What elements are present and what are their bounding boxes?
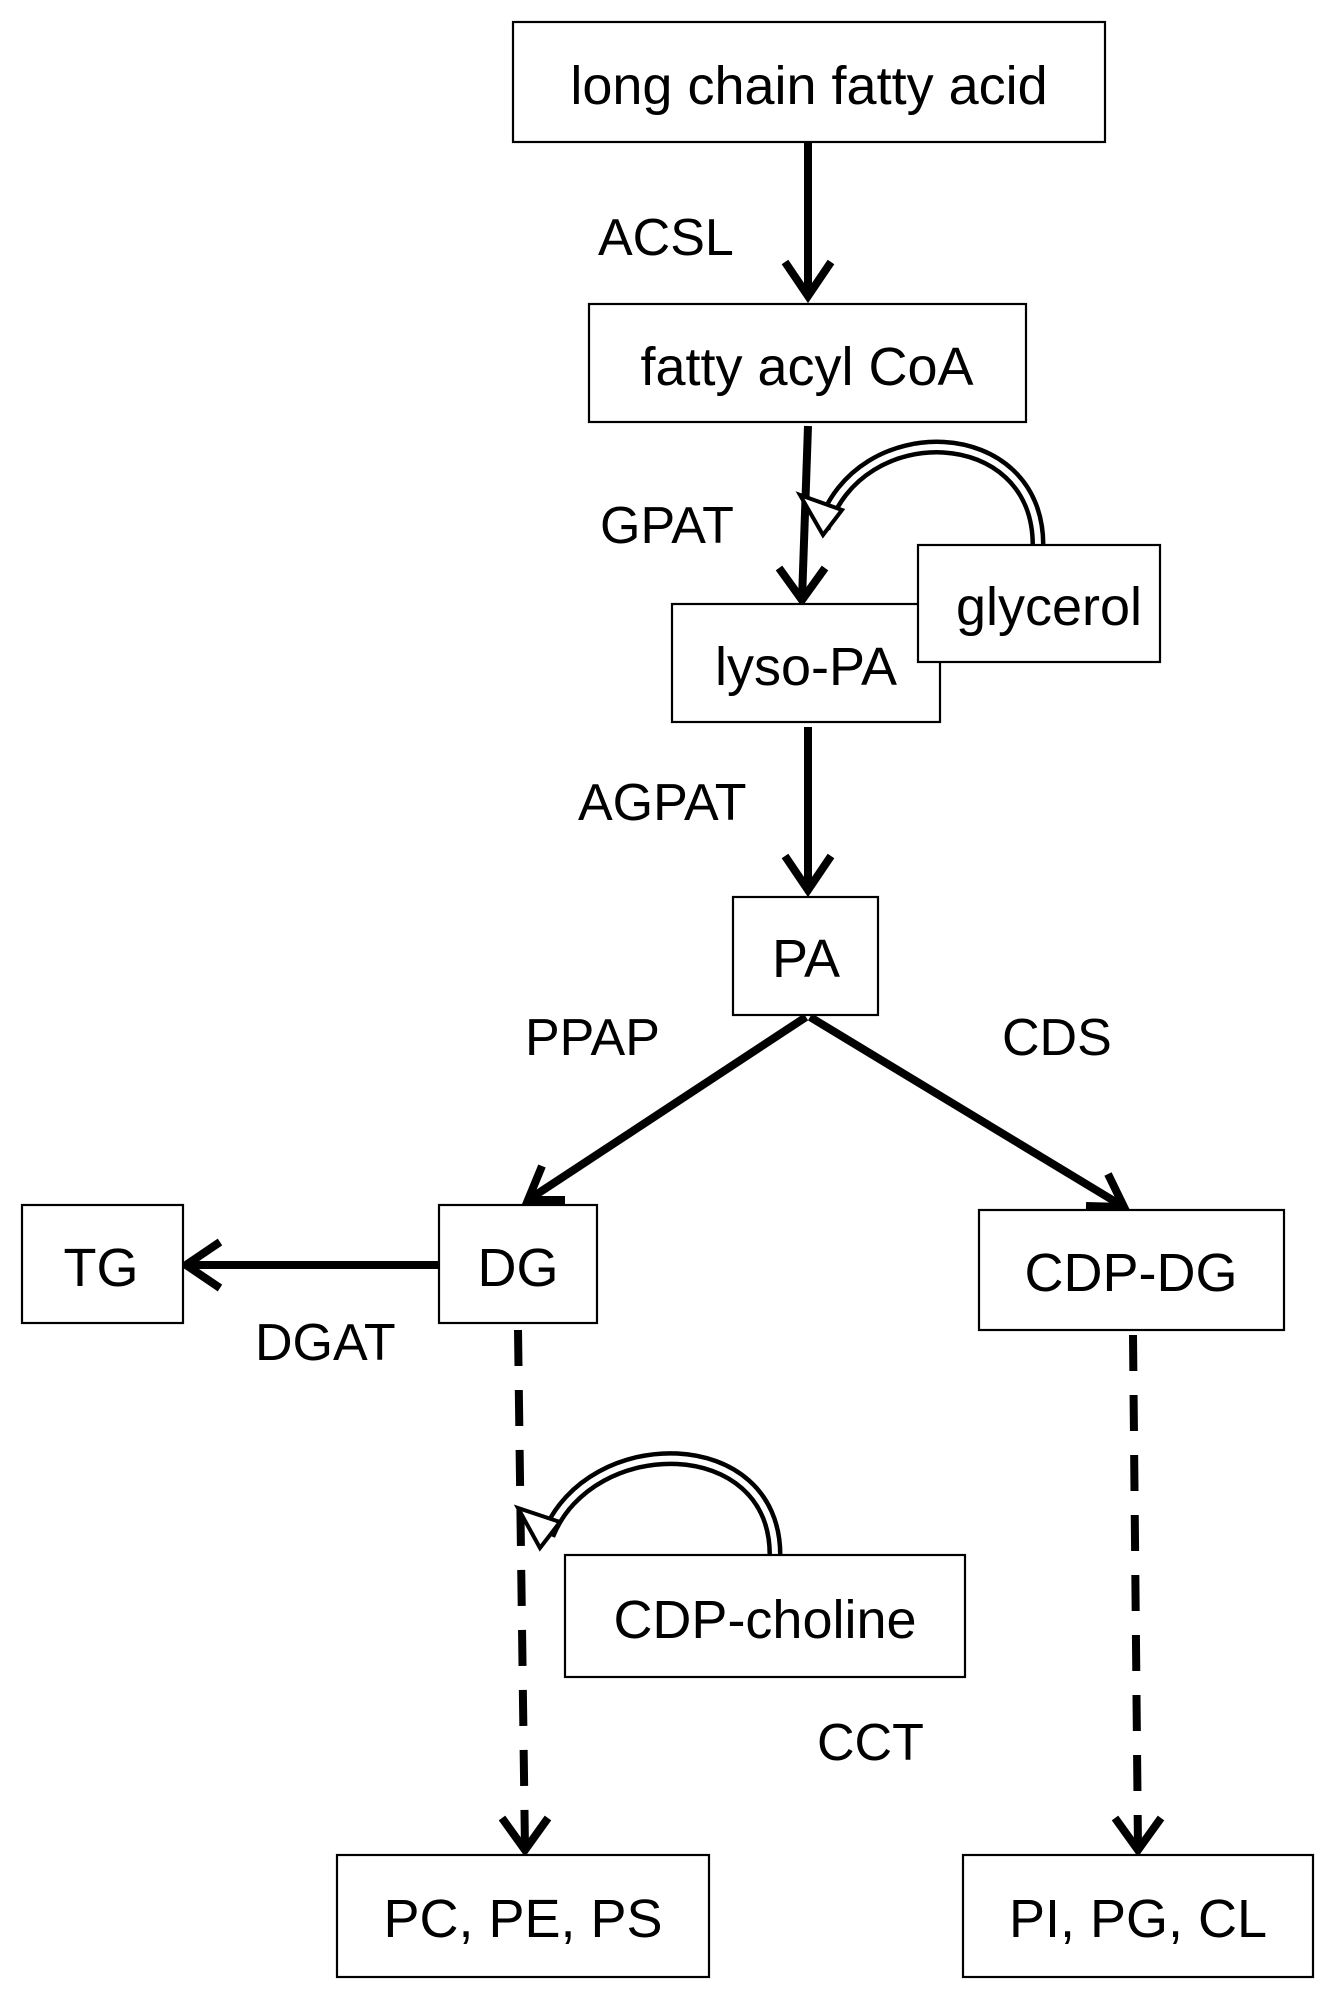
arrow-gpat (775, 425, 829, 607)
label-glycerol: glycerol (956, 577, 1142, 637)
label-pi-pg-cl: PI, PG, CL (1009, 1889, 1267, 1949)
arrow-dg-to-pc-pe-ps (498, 1329, 552, 1857)
label-pc-pe-ps: PC, PE, PS (383, 1889, 662, 1949)
node-fatty-acyl-coa: fatty acyl CoA (587, 302, 1028, 424)
label-dg: DG (478, 1238, 559, 1298)
enzyme-labels: ACSL GPAT AGPAT PPAP CDS DGAT CCT (255, 209, 1112, 1772)
enzyme-gpat: GPAT (600, 497, 734, 555)
arrow-cdpdg-to-pi-pg-cl (1111, 1334, 1165, 1857)
enzyme-ppap: PPAP (525, 1009, 660, 1067)
label-cdp-dg: CDP-DG (1025, 1243, 1238, 1303)
enzyme-acsl: ACSL (598, 209, 734, 267)
node-dg: DG (437, 1203, 599, 1325)
enzyme-cds: CDS (1002, 1009, 1112, 1067)
node-long-chain-fatty-acid: long chain fatty acid (511, 20, 1107, 144)
label-lyso-pa: lyso-PA (715, 637, 897, 697)
node-cdp-dg: CDP-DG (977, 1208, 1286, 1332)
node-pc-pe-ps: PC, PE, PS (335, 1853, 711, 1979)
cdp-choline-curved-arrow (513, 1451, 783, 1556)
arrow-cds (807, 1013, 1131, 1212)
node-pa: PA (731, 895, 880, 1017)
enzyme-cct: CCT (817, 1714, 924, 1772)
enzyme-agpat: AGPAT (578, 774, 747, 832)
arrow-agpat (781, 727, 835, 898)
node-lyso-pa: lyso-PA (670, 602, 942, 724)
node-glycerol: glycerol (916, 543, 1162, 664)
label-tg: TG (64, 1238, 139, 1298)
arrow-acsl (781, 142, 835, 304)
label-pa: PA (772, 929, 840, 989)
label-fatty-acyl-coa: fatty acyl CoA (640, 337, 973, 397)
enzyme-dgat: DGAT (255, 1314, 396, 1372)
label-cdp-choline: CDP-choline (613, 1590, 916, 1650)
node-pi-pg-cl: PI, PG, CL (961, 1853, 1315, 1979)
node-cdp-choline: CDP-choline (563, 1553, 967, 1679)
label-long-chain-fatty-acid: long chain fatty acid (570, 56, 1047, 116)
arrows (178, 142, 1165, 1857)
node-tg: TG (20, 1203, 185, 1325)
glycerol-curved-arrow (795, 439, 1046, 546)
arrow-dgat (178, 1238, 440, 1292)
arrow-ppap (522, 1013, 809, 1204)
